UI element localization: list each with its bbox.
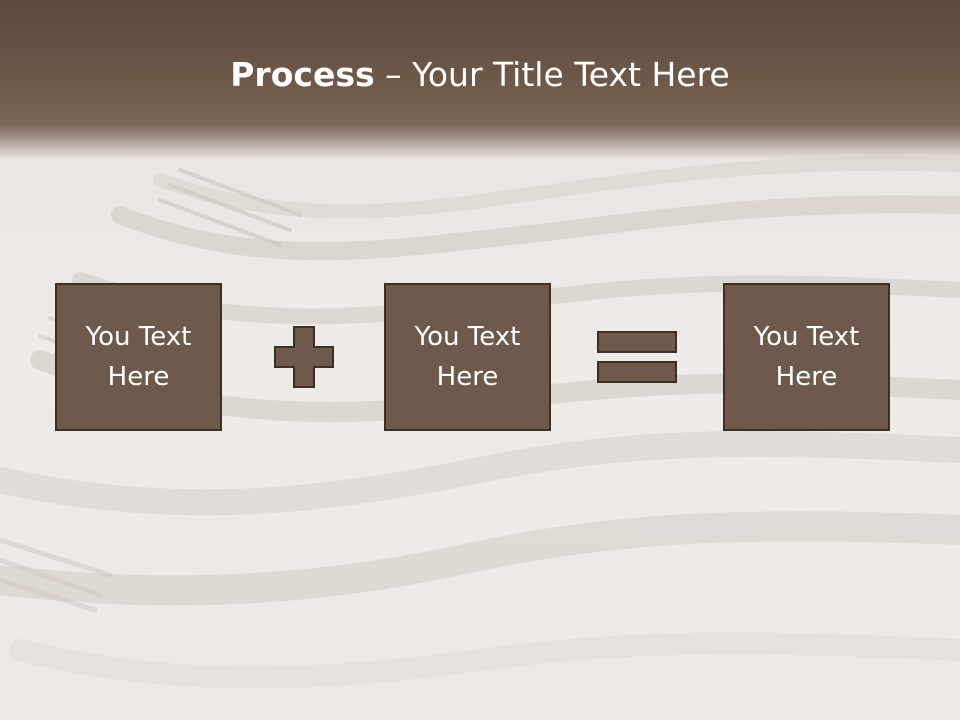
process-box-1: You Text Here [55, 283, 222, 431]
process-box-3-text: You Text Here [753, 322, 860, 392]
title-rest-text: – Your Title Text Here [374, 55, 730, 94]
process-box-1-text: You Text Here [85, 322, 192, 392]
title-bar [0, 0, 960, 160]
process-box-3: You Text Here [723, 283, 890, 431]
plus-icon [274, 326, 334, 388]
title-bold-text: Process [230, 55, 375, 94]
slide-title: Process – Your Title Text Here [0, 52, 960, 98]
equals-icon [597, 331, 677, 383]
process-box-2: You Text Here [384, 283, 551, 431]
process-box-2-text: You Text Here [414, 322, 521, 392]
